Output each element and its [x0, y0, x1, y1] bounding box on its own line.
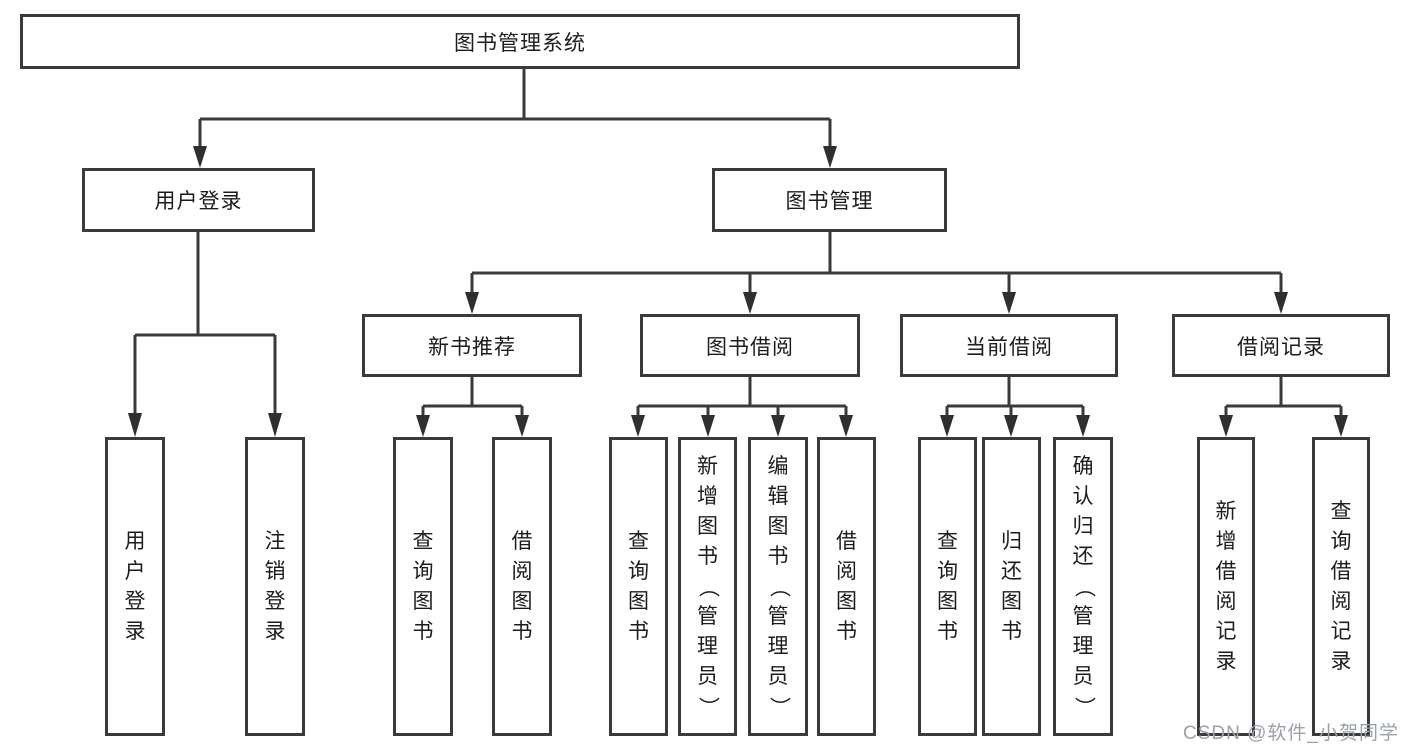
- leaf-return-books: 归还图书: [982, 437, 1041, 736]
- leaf-query-borrowing-record: 查询借阅记录: [1312, 437, 1370, 736]
- node-label: 确认归还（管理员）: [1072, 454, 1095, 718]
- node-label: 新书推荐: [428, 335, 516, 359]
- node-label: 注销登录: [264, 529, 286, 643]
- node-label: 当前借阅: [965, 335, 1053, 359]
- node-label: 新增图书（管理员）: [696, 454, 720, 718]
- node-label: 图书管理系统: [454, 31, 586, 55]
- node-user-login: 用户登录: [82, 168, 315, 232]
- leaf-logout: 注销登录: [245, 437, 305, 736]
- leaf-borrow-books: 借阅图书: [817, 437, 876, 736]
- leaf-borrow-books-recommendation: 借阅图书: [492, 437, 552, 736]
- node-label: 用户登录: [154, 190, 243, 213]
- leaf-query-books-recommendation: 查询图书: [393, 437, 453, 736]
- node-label: 图书管理: [785, 190, 874, 213]
- node-label: 新增借阅记录: [1215, 499, 1237, 673]
- leaf-user-login: 用户登录: [105, 437, 165, 736]
- leaf-edit-books-admin: 编辑图书（管理员）: [748, 437, 808, 736]
- node-label: 查询借阅记录: [1330, 499, 1352, 673]
- node-label: 编辑图书（管理员）: [767, 454, 790, 718]
- node-label: 查询图书: [412, 529, 434, 643]
- node-label: 借阅图书: [836, 529, 857, 643]
- node-book-borrowing: 图书借阅: [640, 314, 860, 377]
- node-label: 借阅图书: [511, 529, 533, 643]
- node-current-borrowing: 当前借阅: [900, 314, 1118, 377]
- watermark: CSDN @软件_小贺同学: [1183, 723, 1399, 744]
- node-borrowing-records: 借阅记录: [1172, 314, 1390, 377]
- leaf-add-books-admin: 新增图书（管理员）: [678, 437, 737, 736]
- node-label: 查询图书: [628, 529, 649, 643]
- node-label: 图书借阅: [706, 335, 794, 359]
- node-label: 用户登录: [124, 529, 146, 643]
- node-library-management-system: 图书管理系统: [20, 14, 1020, 69]
- node-label: 查询图书: [937, 529, 958, 643]
- leaf-query-books-borrowing: 查询图书: [609, 437, 668, 736]
- leaf-query-books-current: 查询图书: [918, 437, 977, 736]
- leaf-confirm-return-admin: 确认归还（管理员）: [1053, 437, 1113, 736]
- leaf-add-borrowing-record: 新增借阅记录: [1197, 437, 1255, 736]
- node-new-book-recommendation: 新书推荐: [362, 314, 582, 377]
- node-label: 借阅记录: [1237, 335, 1325, 359]
- node-label: 归还图书: [1001, 529, 1022, 643]
- node-book-management: 图书管理: [712, 168, 947, 232]
